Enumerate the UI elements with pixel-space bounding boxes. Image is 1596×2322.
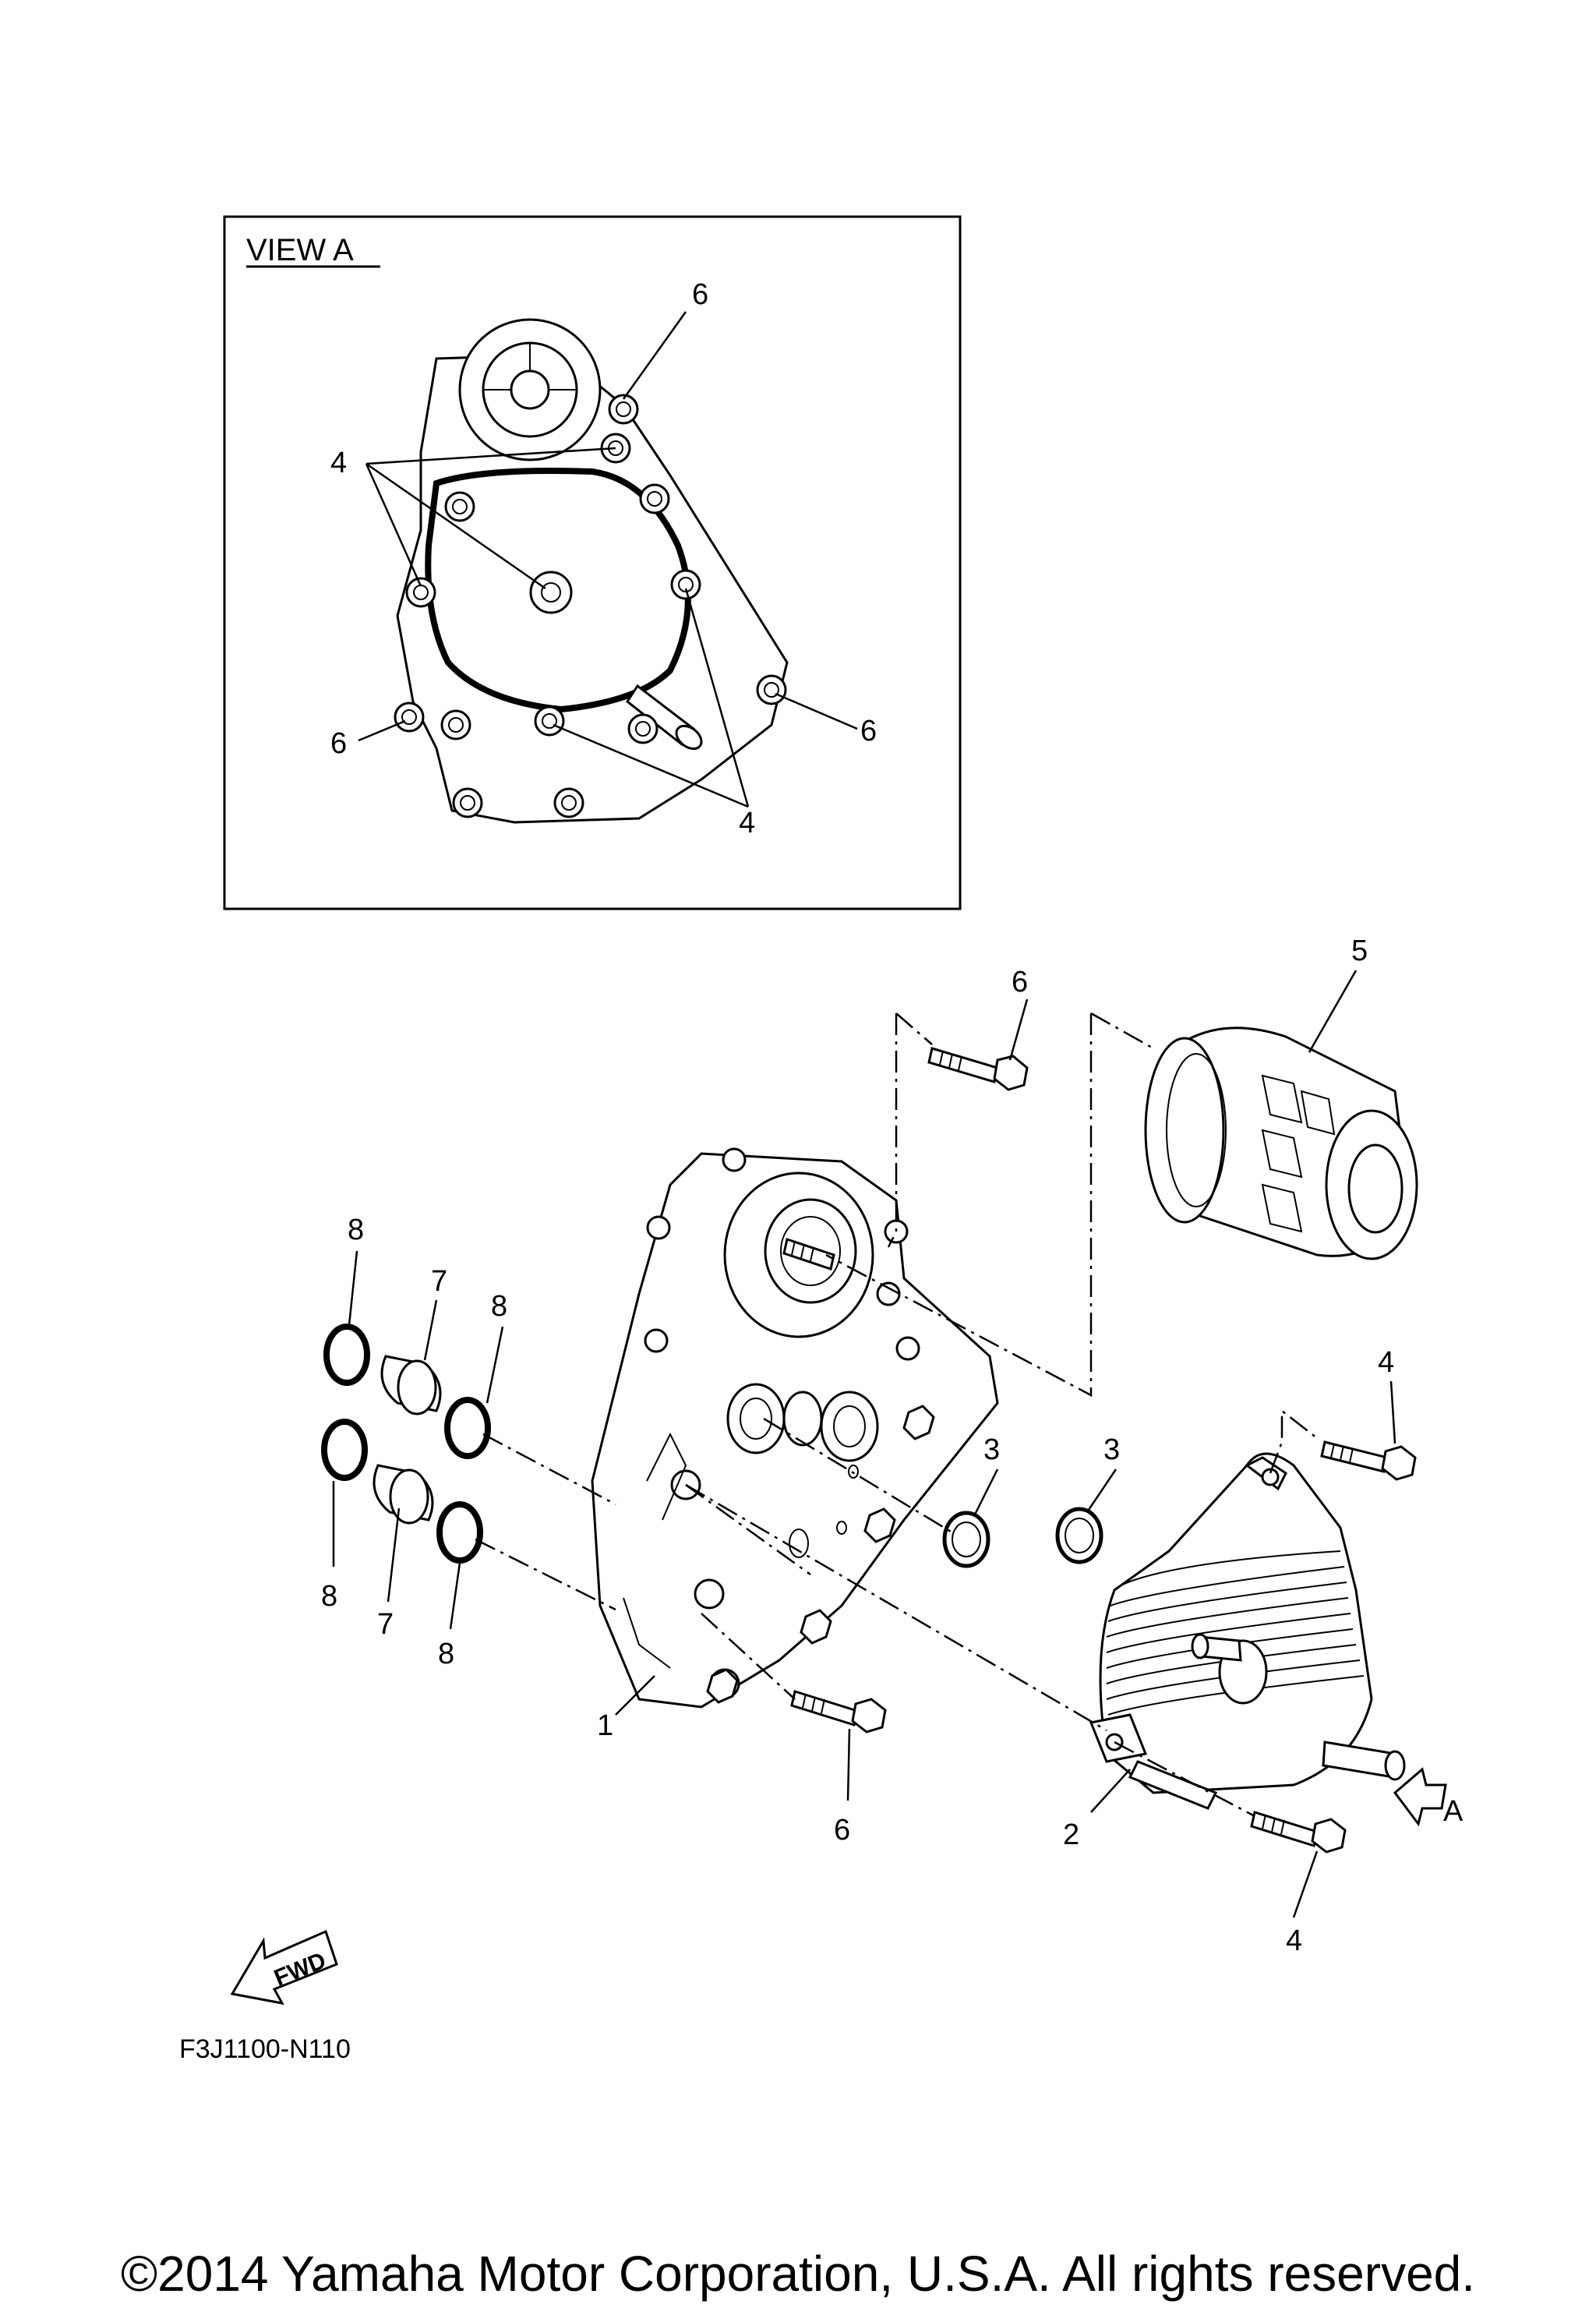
callout-3-a: 3 bbox=[983, 1433, 1000, 1466]
callout-leaders bbox=[332, 970, 1396, 1918]
view-a-arrow bbox=[1393, 1767, 1447, 1827]
view-a-title: VIEW A bbox=[246, 233, 354, 267]
callout-5: 5 bbox=[1351, 935, 1368, 967]
view-a-callout-6-left: 6 bbox=[330, 727, 347, 760]
callout-6-top: 6 bbox=[1012, 966, 1028, 998]
part-3-seals bbox=[942, 1507, 1103, 1568]
callout-8-c: 8 bbox=[321, 1580, 337, 1613]
part-2-oil-cooler bbox=[1089, 1452, 1406, 1810]
view-a-oil-cooler-drawing bbox=[394, 318, 789, 824]
callout-6-bottom: 6 bbox=[834, 1814, 850, 1847]
callout-8-d: 8 bbox=[438, 1638, 454, 1670]
view-a-callout-4-bottom: 4 bbox=[739, 807, 755, 839]
callout-8-b: 8 bbox=[491, 1290, 507, 1323]
part-4-bolt-top bbox=[1320, 1440, 1417, 1481]
fwd-arrow-icon: FWD bbox=[230, 1929, 338, 2006]
callout-7-b: 7 bbox=[377, 1608, 394, 1641]
view-a-inset: VIEW A bbox=[223, 215, 962, 910]
copyright-notice: ©2014 Yamaha Motor Corporation, U.S.A. A… bbox=[120, 2246, 1476, 2302]
callout-4-top: 4 bbox=[1378, 1346, 1394, 1379]
view-a-leaders bbox=[358, 311, 858, 808]
callout-8-a: 8 bbox=[348, 1214, 364, 1246]
part-6-bolt-top bbox=[927, 1047, 1029, 1091]
part-6-bolt-bottom bbox=[790, 1690, 887, 1734]
view-a-callout-6-top: 6 bbox=[692, 278, 708, 311]
assembly-lines bbox=[475, 1012, 1318, 1818]
diagram-code: F3J1100-N110 bbox=[179, 2034, 351, 2064]
callout-3-b: 3 bbox=[1103, 1433, 1120, 1466]
view-a-callout-6-right: 6 bbox=[860, 715, 877, 747]
view-a-callout-4-left: 4 bbox=[330, 447, 347, 479]
callout-a-arrow-label: A bbox=[1443, 1795, 1464, 1828]
callout-1: 1 bbox=[597, 1709, 613, 1742]
callout-2: 2 bbox=[1063, 1818, 1079, 1851]
main-exploded-view: 6 5 8 7 8 8 7 8 1 6 3 3 4 2 4 A bbox=[321, 935, 1464, 1957]
part-5-oil-filter bbox=[1144, 1027, 1418, 1260]
part-8-orings-7-sleeves bbox=[321, 1324, 491, 1564]
part-4-bolt-bottom bbox=[1250, 1811, 1347, 1854]
callout-7-a: 7 bbox=[431, 1265, 447, 1298]
callout-4-bottom: 4 bbox=[1286, 1924, 1302, 1957]
part-1-housing bbox=[591, 1147, 999, 1709]
